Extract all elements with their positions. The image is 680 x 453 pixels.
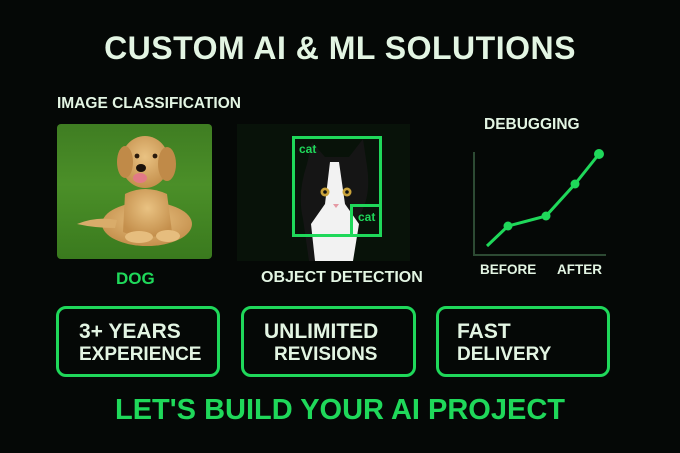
classification-result-label: DOG [116, 269, 155, 288]
debugging-heading: DEBUGGING [484, 116, 580, 133]
chart-label-before: BEFORE [480, 262, 537, 277]
detection-box-cat-1: cat [292, 136, 382, 237]
dog-image [57, 124, 212, 259]
feature-box-experience: 3+ YEARS EXPERIENCE [56, 306, 220, 377]
feature-line1: FAST [457, 320, 511, 343]
feature-box-delivery: FAST DELIVERY [436, 306, 610, 377]
chart-label-after: AFTER [557, 262, 602, 277]
feature-line2: EXPERIENCE [79, 344, 202, 365]
page-title: CUSTOM AI & ML SOLUTIONS [104, 30, 576, 66]
feature-line1: 3+ YEARS [79, 320, 181, 343]
feature-line2: REVISIONS [274, 344, 378, 365]
debugging-line-chart [473, 149, 606, 256]
detection-box-label: cat [299, 142, 317, 156]
feature-line1: UNLIMITED [264, 320, 379, 343]
image-classification-heading: IMAGE CLASSIFICATION [57, 95, 241, 112]
object-detection-heading: OBJECT DETECTION [261, 269, 423, 286]
feature-line2: DELIVERY [457, 344, 552, 365]
dog-illustration-icon [77, 136, 192, 246]
detection-box-label: cat [358, 210, 376, 224]
detection-box-cat-2: cat [350, 204, 382, 237]
feature-box-revisions: UNLIMITED REVISIONS [241, 306, 416, 377]
call-to-action: LET'S BUILD YOUR AI PROJECT [115, 394, 565, 426]
